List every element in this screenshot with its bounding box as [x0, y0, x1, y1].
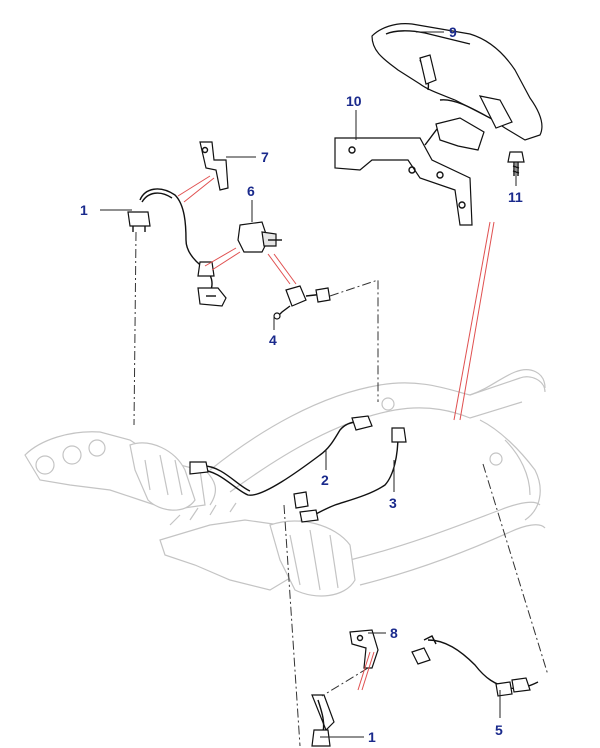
oxygen-sensor-part-2: [189, 415, 373, 496]
callout-2: 2: [321, 472, 329, 488]
callout-7: 7: [261, 149, 269, 165]
oxygen-sensor-part-3: [293, 427, 407, 523]
sensor-bracket-upper-part: [199, 141, 229, 191]
oxygen-sensor-lower-part: [311, 694, 335, 747]
callout-9: 9: [449, 24, 457, 40]
sensor-plug-part: [273, 285, 331, 320]
bracket-part: [334, 117, 485, 226]
oxygen-sensor-upper-part: [127, 188, 227, 307]
callout-leaders: [100, 31, 517, 738]
heat-shield-part: [371, 23, 543, 141]
callout-10: 10: [346, 93, 362, 109]
callout-8: 8: [390, 625, 398, 641]
callout-5: 5: [495, 722, 503, 738]
callout-1-lower: 1: [368, 729, 376, 745]
callout-11: 11: [508, 189, 523, 205]
sensor-bracket-lower-part: [349, 629, 379, 669]
callout-4: 4: [269, 332, 277, 348]
connector-clip-part: [237, 221, 282, 253]
location-reference-lines: [133, 231, 549, 747]
oxygen-sensor-part-5: [411, 635, 539, 697]
callout-1-upper: 1: [80, 202, 88, 218]
callout-3: 3: [389, 495, 397, 511]
exhaust-assembly-ghost: [24, 369, 546, 597]
red-reference-lines: [177, 175, 495, 691]
callouts: 1 1 2 3 4 5 6 7 8 9 10 11: [80, 24, 523, 745]
bolt-part: [507, 151, 525, 176]
callout-6: 6: [247, 183, 255, 199]
